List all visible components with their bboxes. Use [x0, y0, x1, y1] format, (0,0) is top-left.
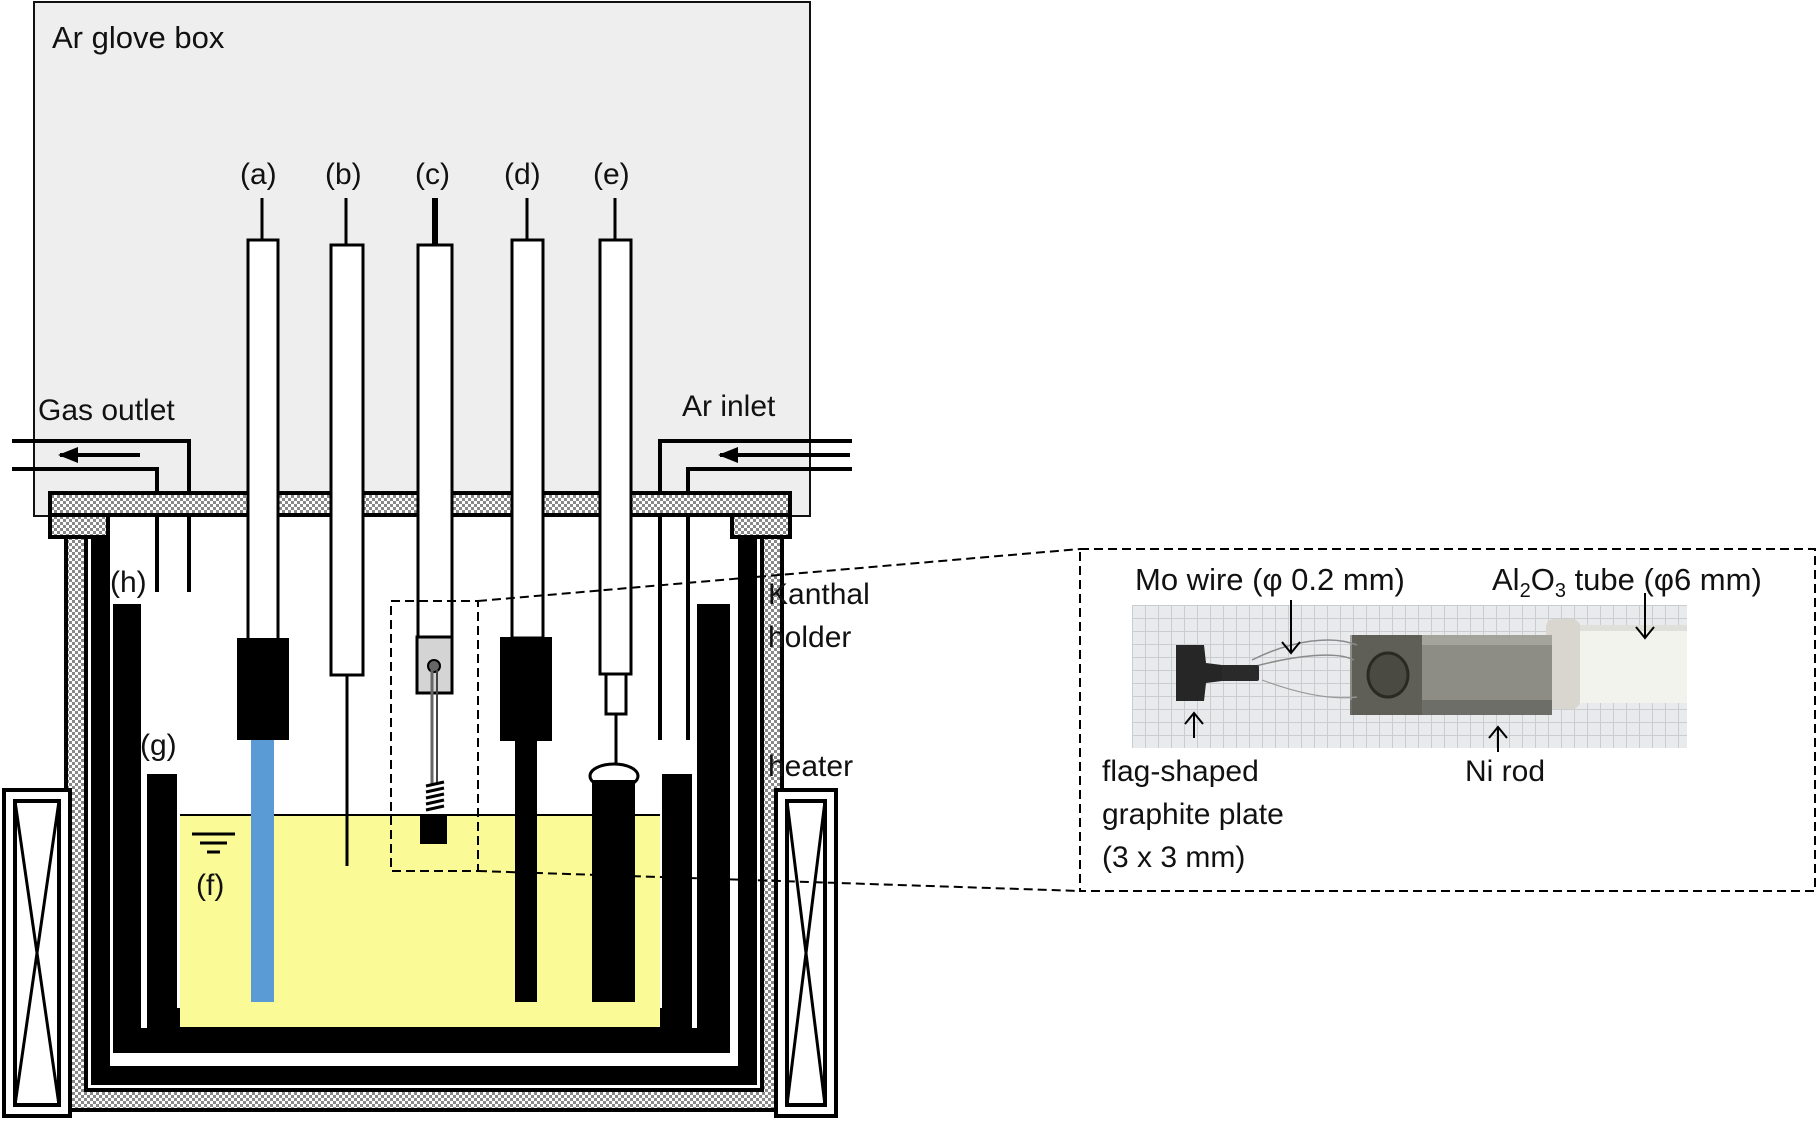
gas-outlet-label: Gas outlet — [38, 394, 175, 427]
ceramic-paste — [1546, 619, 1580, 709]
alumina-tube-label-sub2: 3 — [1554, 580, 1566, 603]
alumina-tube-label-rest: tube (φ6 mm) — [1565, 562, 1762, 597]
alumina-tube-label-o: O — [1530, 562, 1555, 597]
inset-photo-drawing — [1176, 619, 1687, 715]
lid-left-step — [48, 513, 110, 539]
zoom-line-top — [477, 548, 1081, 602]
heater-left — [2, 788, 72, 1118]
gas-outlet-pipe — [12, 439, 191, 592]
kanthal-label-line1: Kanthal — [768, 578, 870, 611]
ni-rod-hex-hole — [1366, 651, 1410, 699]
electrode-e — [588, 198, 640, 1002]
level-symbol — [192, 832, 235, 854]
ar-inlet-label: Ar inlet — [682, 390, 776, 423]
alumina-tube-label-sub1: 2 — [1519, 580, 1531, 603]
kanthal-label-line2: holder — [768, 621, 852, 654]
flag-label-line1: flag-shaped — [1102, 755, 1259, 788]
graphite-flag — [1176, 645, 1222, 701]
alumina-tube-label: Al2O3 tube (φ6 mm) — [1492, 564, 1762, 601]
label-h: (h) — [110, 566, 147, 599]
electrode-d — [500, 198, 552, 1002]
alumina-tube-label-al: Al — [1492, 562, 1520, 597]
flag-label-line3: (3 x 3 mm) — [1102, 841, 1246, 874]
zoom-box — [390, 600, 479, 872]
mo-wire-label: Mo wire (φ 0.2 mm) — [1135, 562, 1405, 597]
ar-inlet-pipe — [658, 439, 852, 740]
lid-right-step — [730, 513, 792, 539]
electrode-c — [415, 198, 454, 844]
inset-frame — [1079, 548, 1816, 892]
label-e: (e) — [593, 158, 630, 191]
electrode-a — [237, 198, 289, 1002]
heater-label: heater — [768, 750, 854, 783]
electrode-b — [329, 198, 365, 866]
mo-wire-joint — [1217, 665, 1259, 681]
heater-right — [774, 788, 838, 1118]
label-c: (c) — [415, 158, 450, 191]
inset-photo — [1132, 605, 1687, 748]
label-b: (b) — [325, 158, 362, 191]
label-f: (f) — [196, 869, 225, 902]
ni-rod-label: Ni rod — [1465, 755, 1546, 788]
flag-label-line2: graphite plate — [1102, 798, 1284, 831]
label-d: (d) — [504, 158, 541, 191]
label-a: (a) — [240, 158, 277, 191]
glovebox-label: Ar glove box — [52, 20, 225, 55]
label-g: (g) — [140, 729, 177, 762]
zoom-line-bottom — [477, 870, 1081, 892]
